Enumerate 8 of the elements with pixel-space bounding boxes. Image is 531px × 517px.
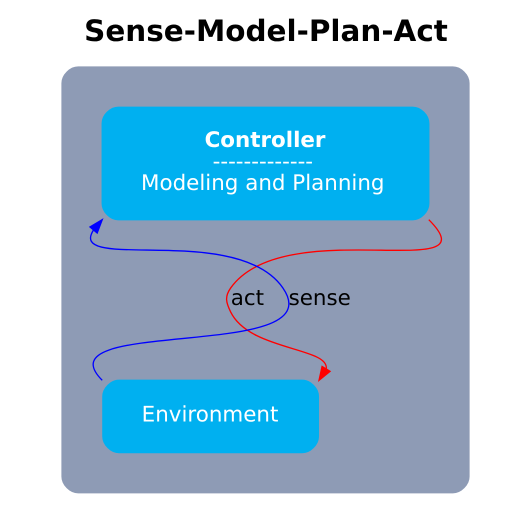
arrow [88,218,289,381]
arrow [226,219,442,382]
edge-label: act [230,286,264,312]
diagram-title: Sense-Model-Plan-Act [84,14,448,48]
node-box: Controller ------------- Modeling and Planning [102,106,430,220]
cluster [61,66,470,494]
node-box: Environment [102,380,320,454]
edge-label: sense [288,286,351,312]
